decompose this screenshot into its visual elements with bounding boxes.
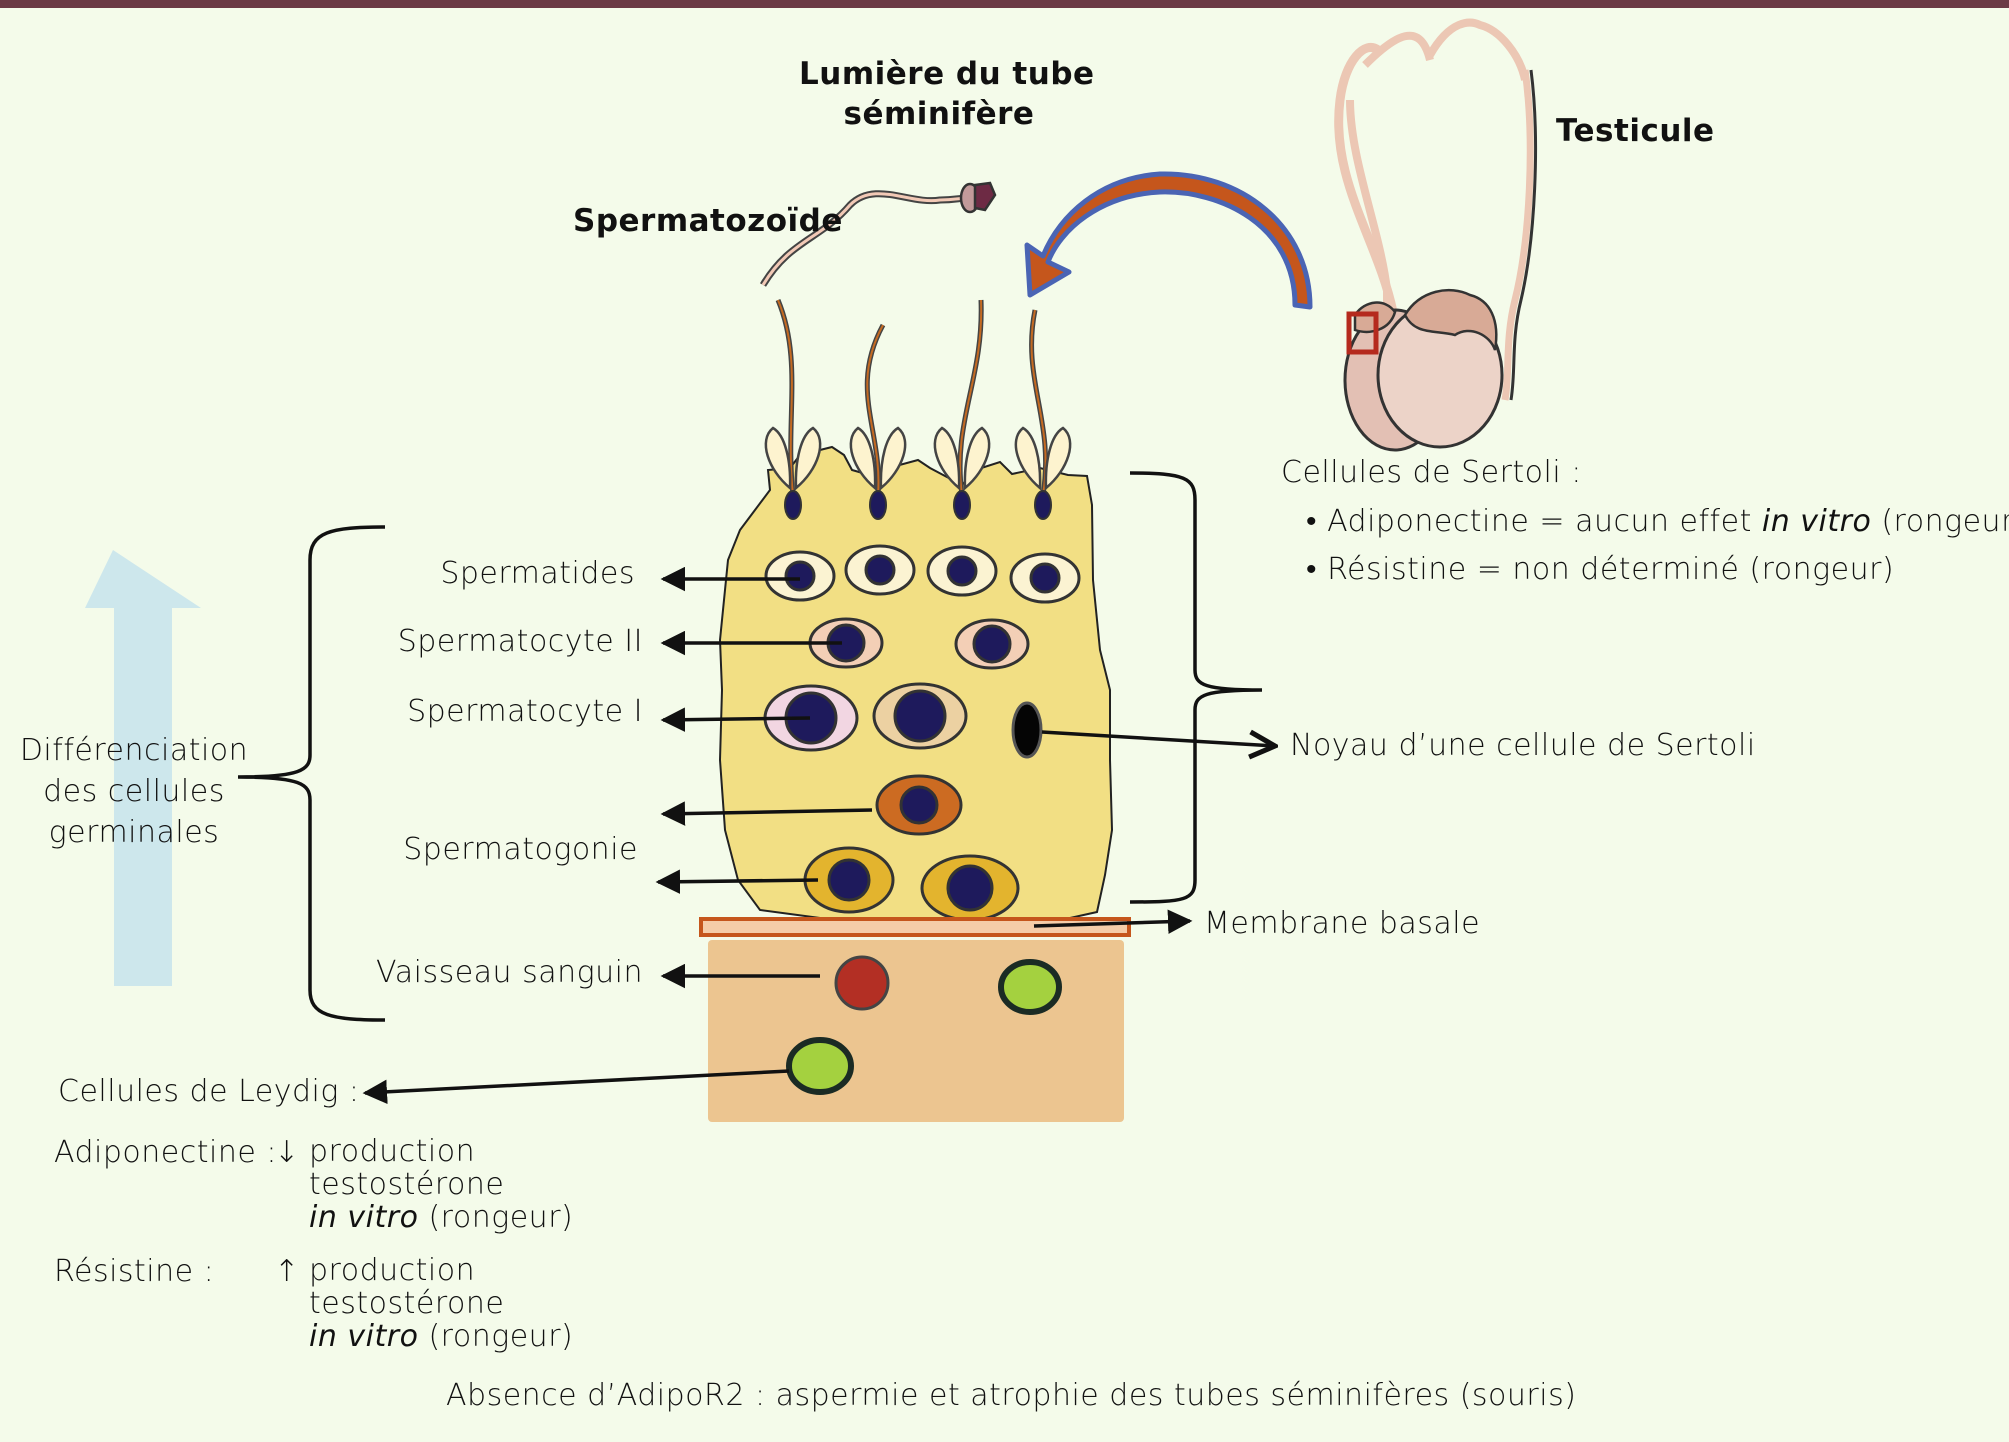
zoom-region-box (1346, 311, 1379, 355)
differentiation-line1: Différenciation (19, 733, 249, 768)
lumen-title-line1: Lumière du tube (799, 56, 1095, 92)
differentiation-line3: germinales (48, 815, 220, 850)
effect-line2: testostérone (309, 1167, 505, 1202)
interstitial-tissue (708, 940, 1124, 1122)
right-brace (1129, 471, 1263, 904)
spermatozoon-drawing (759, 181, 997, 287)
basal-membrane (699, 917, 1131, 937)
arrow-spermatogonie-1 (660, 801, 873, 826)
testis-label: Testicule (1556, 113, 1715, 149)
bullet-italic: in vitro (1761, 504, 1872, 539)
down-arrow-icon: ↓ (274, 1135, 300, 1170)
elongated-spermatids (764, 299, 1072, 520)
bullet-text: Résistine = non déterminé (rongeur) (1327, 552, 1895, 587)
arrow-sertoli-nucleus (1041, 732, 1275, 746)
label-basal-membrane: Membrane basale (1204, 906, 1481, 941)
bullet-text: Adiponectine = aucun effet (1327, 504, 1762, 539)
label-spermatides: Spermatides (440, 556, 635, 591)
effect-line1: production (309, 1134, 476, 1169)
bullet-dot: • (1306, 552, 1318, 587)
sertoli-cell (718, 445, 1114, 919)
leydig-adiponectine-label: Adiponectine : (54, 1135, 277, 1170)
leydig-resistine-label: Résistine : (54, 1254, 215, 1289)
lumen-title-line2: séminifère (843, 96, 1035, 132)
spermatid-cells (764, 544, 1081, 604)
effect-line2: testostérone (309, 1286, 505, 1321)
differentiation-arrow (85, 550, 201, 986)
effect-line3: in vitro (rongeur) (309, 1201, 573, 1234)
label-spermatocyte-2: Spermatocyte II (397, 624, 643, 659)
effect-line1: production (309, 1253, 476, 1288)
leydig-cell (998, 959, 1062, 1015)
effect-italic: in vitro (309, 1319, 419, 1354)
sertoli-nucleus (1011, 701, 1043, 759)
footer-note: Absence d’AdipoR2 : aspermie et atrophie… (446, 1378, 1577, 1413)
label-spermatogonie: Spermatogonie (403, 832, 638, 867)
bullet-dot: • (1306, 504, 1318, 539)
left-brace (237, 525, 386, 1022)
sertoli-heading: Cellules de Sertoli : (1281, 455, 1582, 490)
effect-rest: (rongeur) (418, 1319, 574, 1354)
up-arrow-icon: ↑ (274, 1254, 300, 1289)
arrow-leydig (362, 1069, 790, 1105)
effect-rest: (rongeur) (418, 1200, 574, 1235)
leydig-heading: Cellules de Leydig : (58, 1074, 360, 1109)
differentiation-line2: des cellules (43, 774, 225, 809)
testis-drawing (1334, 18, 1537, 452)
arrow-membrane (1033, 909, 1193, 934)
spermatocyte-1-cells (763, 682, 968, 752)
effect-line3: in vitro (rongeur) (309, 1320, 573, 1353)
differentiation-label: Différenciation des cellules germinales (14, 730, 254, 853)
sertoli-bullet-adiponectine: • Adiponectine = aucun effet in vitro (r… (1306, 504, 2009, 539)
blood-vessel (834, 955, 890, 1011)
effect-italic: in vitro (309, 1200, 419, 1235)
spermatogonia-cells (803, 774, 1020, 922)
arrow-spermatogonie-2 (655, 869, 819, 894)
bullet-text-post: (rongeur) (1881, 504, 2009, 539)
label-spermatocyte-1: Spermatocyte I (407, 694, 643, 729)
lumen-title: Lumière du tube séminifère (799, 56, 1095, 132)
top-bar (0, 0, 2009, 8)
curved-arrow (1024, 171, 1313, 310)
arrow-spermatocyte-1 (660, 707, 811, 732)
label-sertoli-nucleus: Noyau d’une cellule de Sertoli (1290, 728, 1756, 763)
leydig-cell (786, 1037, 854, 1095)
label-vaisseau: Vaisseau sanguin (376, 955, 643, 990)
leydig-adiponectine-effect: production testostérone in vitro (rongeu… (309, 1135, 573, 1234)
leydig-resistine-effect: production testostérone in vitro (rongeu… (309, 1254, 573, 1353)
spermatozoon-label: Spermatozoïde (573, 203, 843, 239)
sertoli-bullet-resistine: • Résistine = non déterminé (rongeur) (1306, 552, 1894, 587)
